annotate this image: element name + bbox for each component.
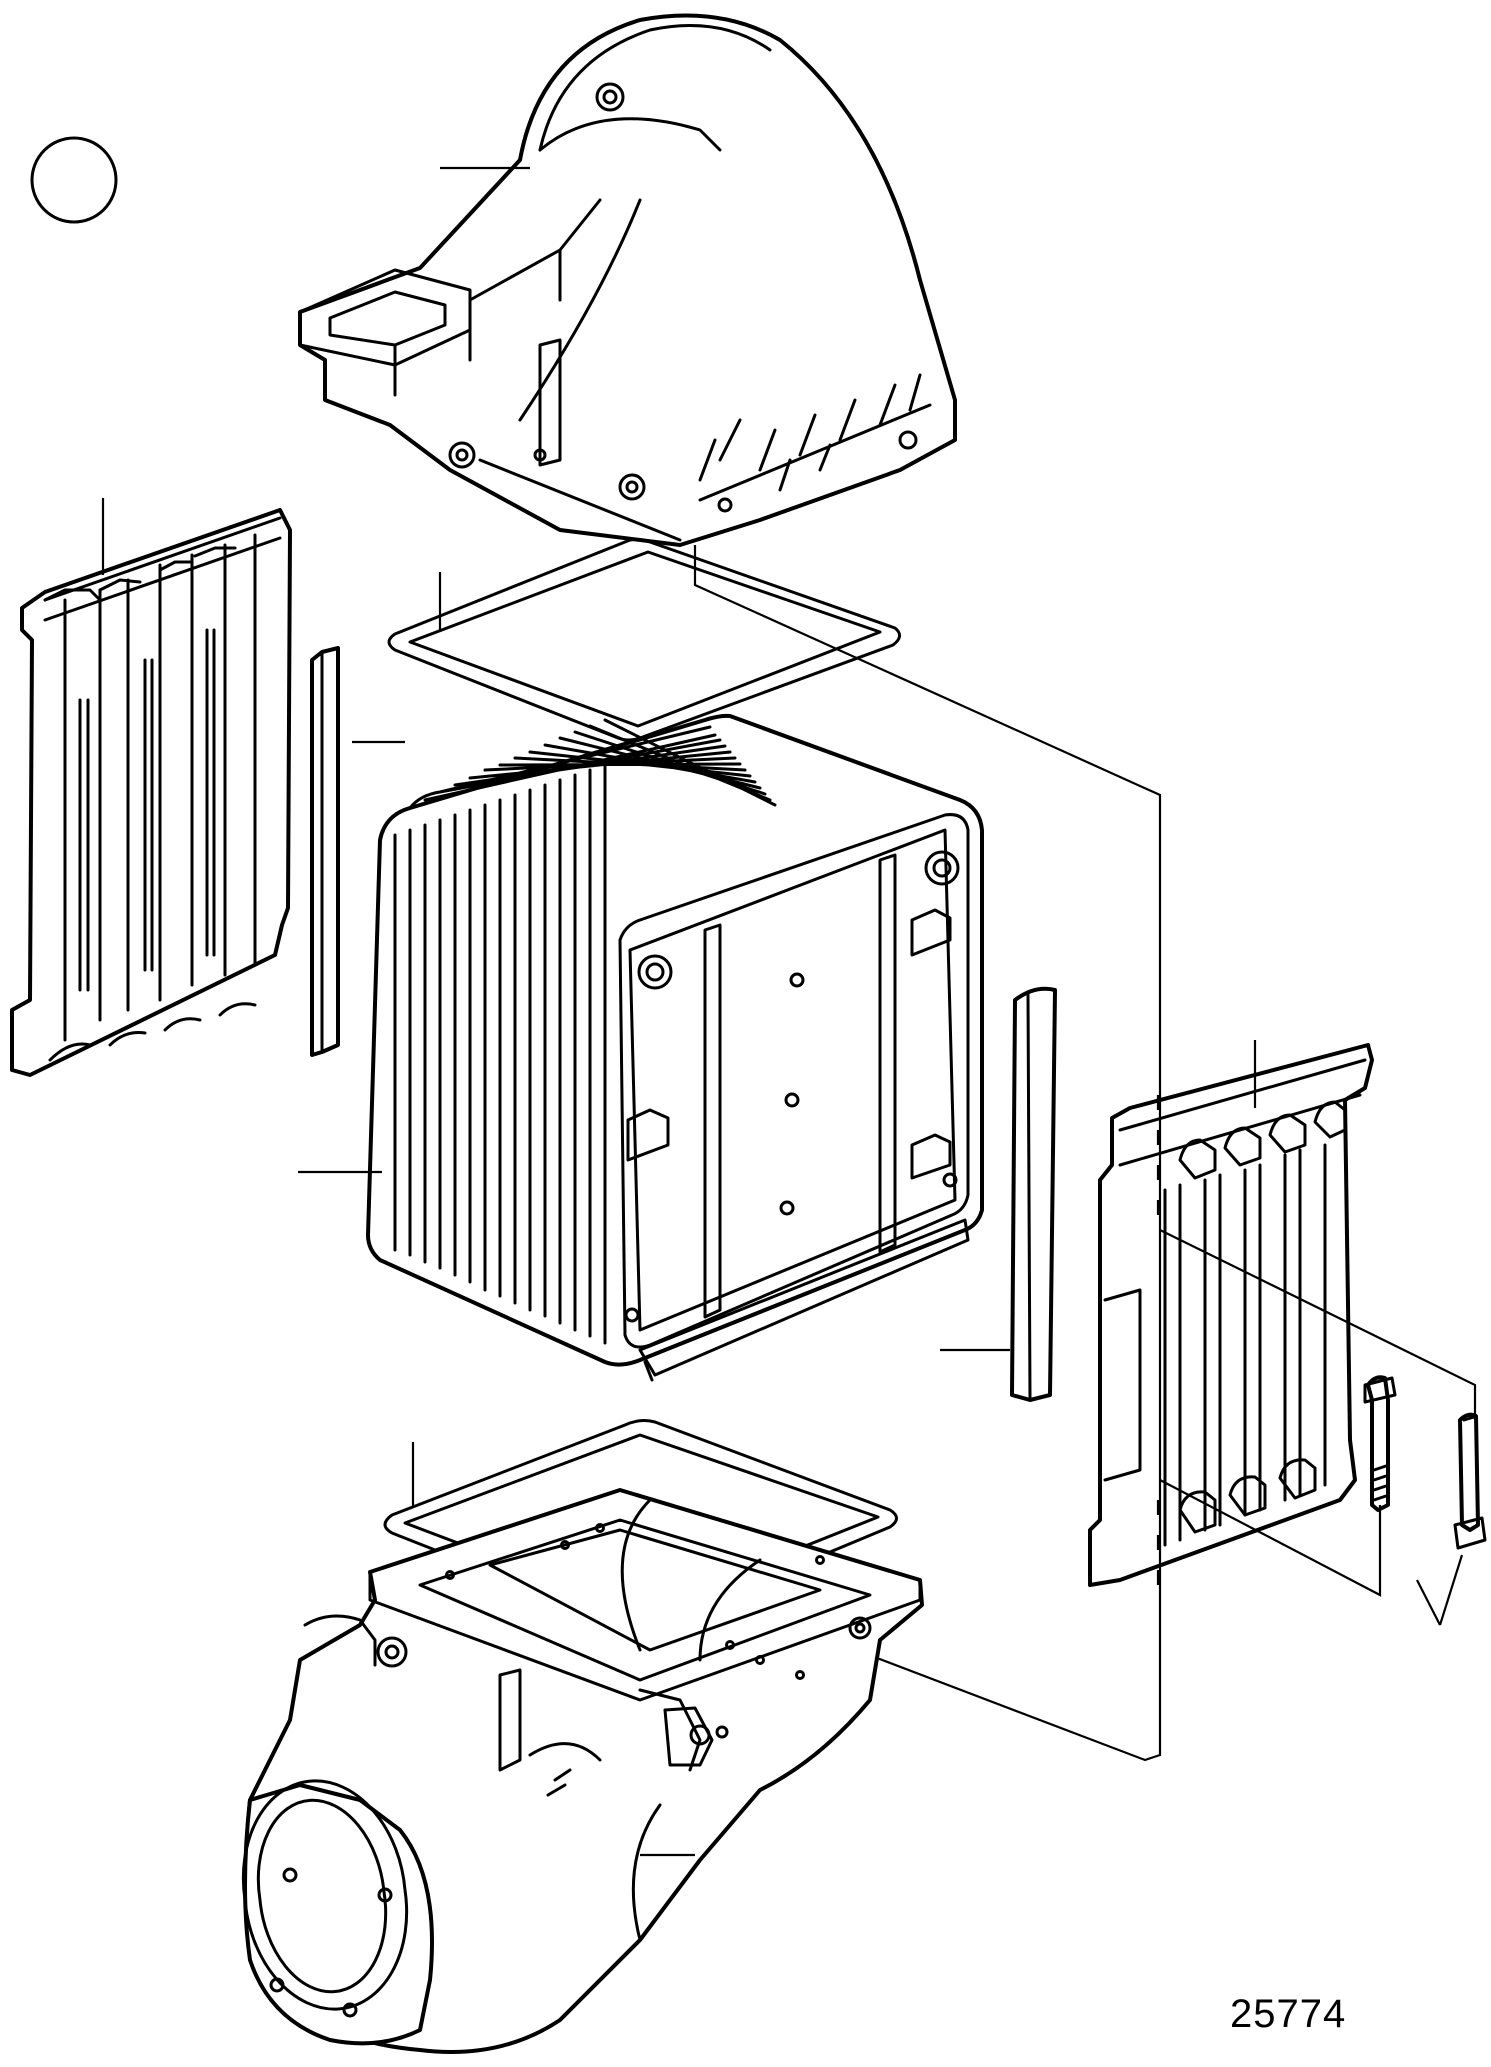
right-side-plate bbox=[1088, 1043, 1374, 1587]
upper-gasket bbox=[387, 537, 901, 742]
upper-housing bbox=[298, 13, 957, 547]
lower-housing bbox=[241, 1488, 924, 2054]
cooler-core bbox=[366, 713, 984, 1382]
figure-number: 25774 bbox=[1230, 1992, 1347, 2036]
reference-circle bbox=[30, 136, 118, 224]
left-side-plate bbox=[10, 508, 292, 1077]
assembly-lines bbox=[684, 545, 1477, 1762]
leader-bolts-a bbox=[1416, 1579, 1441, 1626]
bolts bbox=[1363, 1375, 1487, 1550]
right-seal-strip bbox=[1010, 986, 1057, 1402]
leader-bolts-b bbox=[1438, 1554, 1464, 1626]
left-seal-strip bbox=[310, 646, 340, 1057]
